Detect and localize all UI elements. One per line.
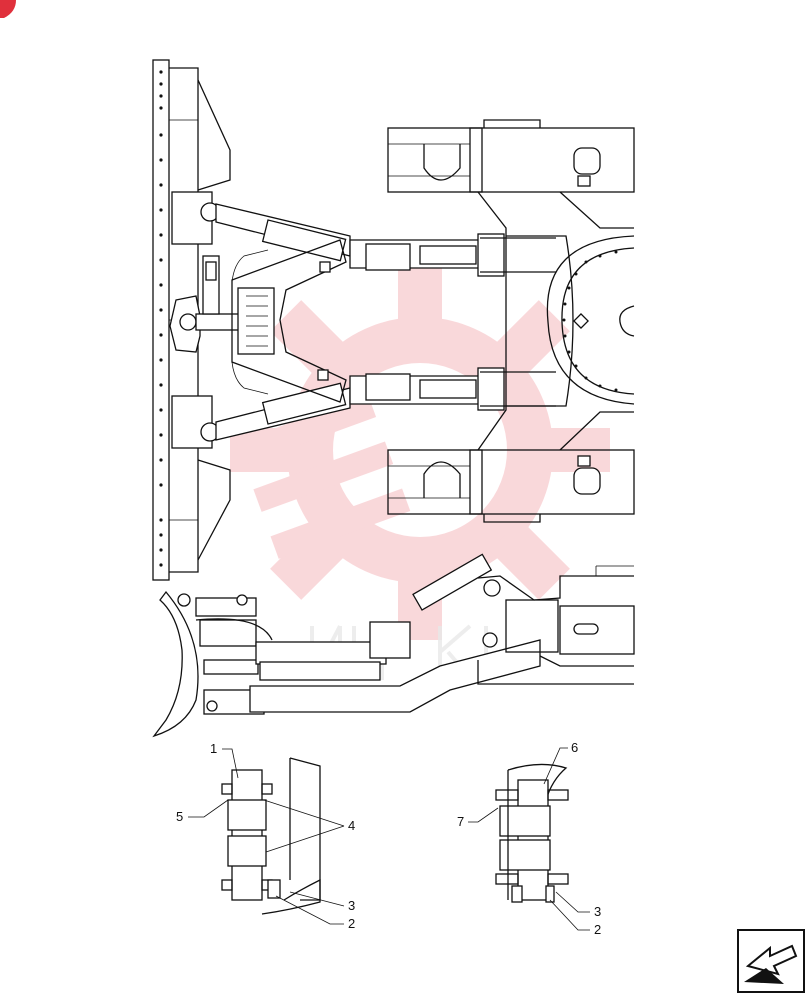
c-frame	[231, 239, 347, 403]
callout-numbers: 1 5 4 3 2 6 7 3 2	[176, 740, 601, 937]
tractor-frame-top	[387, 119, 635, 523]
top-view-assembly	[152, 59, 635, 581]
detail-right	[495, 763, 569, 903]
side-view-assembly	[152, 553, 635, 738]
push-arm-upper	[200, 202, 556, 277]
blade-top-view	[152, 59, 253, 581]
turntable-bolts	[562, 250, 618, 392]
callout-3-left: 3	[348, 898, 355, 913]
push-arm-lower	[200, 367, 556, 442]
callout-1: 1	[210, 741, 217, 756]
watermark-logo	[230, 260, 610, 682]
callout-7: 7	[457, 814, 464, 829]
next-page-arrow-icon[interactable]	[737, 929, 805, 993]
callout-2-right: 2	[594, 922, 601, 937]
callout-leaders	[188, 747, 590, 931]
callout-5: 5	[176, 809, 183, 824]
callout-3-right: 3	[594, 904, 601, 919]
callout-4: 4	[348, 818, 355, 833]
corner-badge-icon	[0, 0, 16, 18]
callout-6: 6	[571, 740, 578, 755]
blade-side-view	[152, 590, 199, 738]
callout-2-left: 2	[348, 916, 355, 931]
blade-holes	[159, 70, 163, 567]
detail-left	[221, 757, 321, 915]
